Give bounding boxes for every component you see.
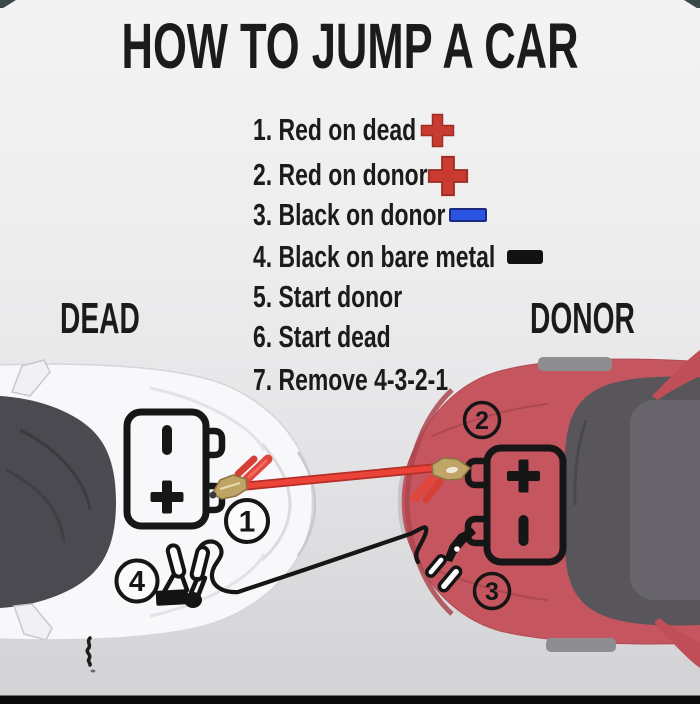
dead-car-wiper-streak xyxy=(19,428,92,511)
dead-terminal-tab-top xyxy=(206,427,226,459)
donor-car-label: DONOR xyxy=(530,294,635,343)
dead-car-mirror-top xyxy=(10,359,51,397)
donor-car-nose-shade xyxy=(404,388,454,616)
donor-car-label-wrap: DONOR xyxy=(530,297,694,341)
step-3-label: 3. Black on donor xyxy=(253,197,446,232)
red-clamp-donor xyxy=(410,457,472,504)
black-clamp-dead xyxy=(155,543,211,608)
callout-1-number: 1 xyxy=(239,506,256,539)
page-title: HOW TO JUMP A CAR xyxy=(121,10,579,82)
dead-car-hood-seam xyxy=(260,442,292,562)
bottom-border-bar xyxy=(0,695,700,704)
donor-car xyxy=(397,350,700,668)
step-item-5: 5. Start donor xyxy=(253,281,455,312)
red-plus-icon xyxy=(427,155,469,197)
donor-battery-outline xyxy=(483,444,567,566)
callout-3-number: 3 xyxy=(485,578,499,606)
step-7-label: 7. Remove 4-3-2-1 xyxy=(253,362,449,397)
step-item-1: 1. Red on dead xyxy=(253,114,473,145)
red-jumper-cable xyxy=(231,462,449,492)
callout-4: 4 xyxy=(114,558,160,604)
step-5-label: 5. Start donor xyxy=(253,279,403,314)
dead-car-seam-bottom xyxy=(149,553,266,618)
callout-2: 2 xyxy=(462,400,502,440)
bare-metal-plate xyxy=(155,589,189,606)
dead-car-wiper-streak-2 xyxy=(5,468,66,543)
clamp-handle xyxy=(425,554,447,578)
step-item-7: 7. Remove 4-3-2-1 xyxy=(253,364,517,395)
callout-4-number: 4 xyxy=(129,566,145,598)
donor-car-wiper-streak xyxy=(573,419,588,506)
callout-1: 1 xyxy=(224,498,270,544)
dead-car-seam-top xyxy=(149,386,266,451)
donor-car-trim-bottom xyxy=(546,638,616,652)
red-plus-icon xyxy=(420,113,455,148)
step-item-4: 4. Black on bare metal xyxy=(253,241,580,272)
dead-car-mirror-bottom xyxy=(12,603,53,641)
step-item-3: 3. Black on donor xyxy=(253,199,513,230)
black-jumper-cable xyxy=(196,525,429,595)
donor-plus-terminal-icon xyxy=(507,459,540,493)
step-item-2: 2. Red on donor xyxy=(253,159,489,190)
dead-car-label-wrap: DEAD xyxy=(60,297,185,341)
clamp-jaw xyxy=(444,528,476,562)
donor-car-sunroof xyxy=(630,400,700,600)
donor-terminal-tab-top xyxy=(464,457,484,489)
step-4-label: 4. Black on bare metal xyxy=(253,239,496,274)
corner-mark-right xyxy=(684,0,700,8)
donor-minus-terminal-icon xyxy=(518,515,529,546)
step-6-label: 6. Start dead xyxy=(253,319,391,354)
dead-battery-outline xyxy=(123,408,210,530)
step-1-label: 1. Red on dead xyxy=(253,112,417,147)
black-minus-icon xyxy=(507,250,543,264)
donor-car-trim-top xyxy=(538,357,612,371)
corner-mark-left xyxy=(0,0,16,8)
donor-car-seam-bottom xyxy=(431,567,549,601)
black-clamp-donor xyxy=(425,528,476,593)
dead-plus-terminal-icon xyxy=(150,480,184,514)
dead-battery-symbol xyxy=(123,408,226,530)
blue-minus-icon xyxy=(449,208,487,222)
dead-car-label: DEAD xyxy=(60,294,140,343)
dead-minus-terminal-icon xyxy=(162,425,172,455)
clamp-handle xyxy=(437,565,463,593)
donor-car-seam-top xyxy=(431,403,549,437)
ink-dot xyxy=(90,669,96,673)
dead-car-windshield xyxy=(0,396,116,608)
callout-2-number: 2 xyxy=(475,407,489,435)
donor-car-mirror-bottom xyxy=(654,618,700,668)
step-2-label: 2. Red on donor xyxy=(253,157,428,192)
dead-car-bumper-line xyxy=(296,451,317,557)
red-clamp-dead xyxy=(209,454,273,500)
clamp-jaws xyxy=(161,573,208,599)
step-item-6: 6. Start dead xyxy=(253,321,439,352)
donor-car-mirror-top xyxy=(652,350,700,400)
callout-3: 3 xyxy=(472,571,512,611)
donor-battery-symbol xyxy=(464,444,567,566)
title-wrap: HOW TO JUMP A CAR xyxy=(0,14,700,78)
ink-squiggle xyxy=(85,636,92,667)
